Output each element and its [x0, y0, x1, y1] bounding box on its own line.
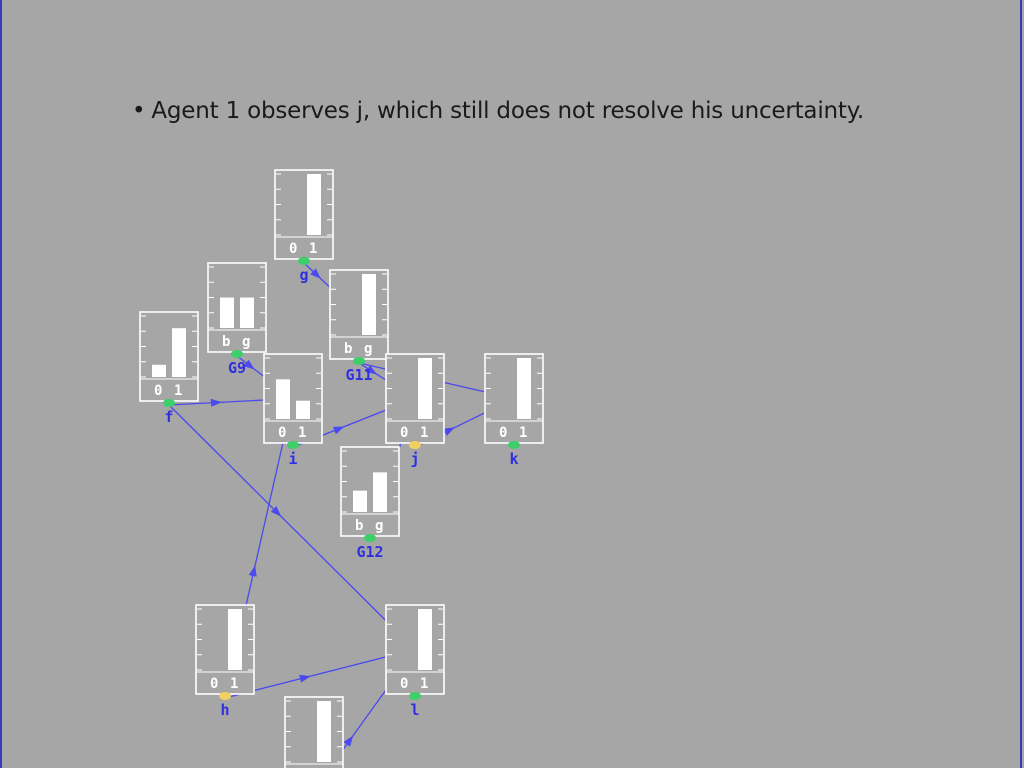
node-name: l [410, 701, 419, 719]
state-label: 0 [154, 383, 162, 399]
node-box [340, 446, 400, 537]
prob-bar-1 [418, 358, 432, 419]
observation-dot [231, 350, 243, 358]
edge-arrowhead [332, 426, 345, 435]
edge-arrowhead [443, 427, 455, 436]
node-m[interactable] [284, 696, 344, 768]
state-label: b [344, 341, 352, 357]
edge-arrowhead [365, 365, 378, 375]
state-label: 0 [210, 676, 218, 692]
observation-dot [508, 441, 520, 449]
prob-bar-1 [307, 174, 321, 235]
edge-arrowhead [299, 674, 311, 683]
state-label: 1 [174, 383, 182, 399]
state-label: b [355, 518, 363, 534]
prob-bar-g [240, 297, 254, 328]
node-box [207, 262, 267, 353]
observation-dot [163, 399, 175, 407]
state-label: 1 [519, 425, 527, 441]
state-label: 1 [420, 425, 428, 441]
node-name: f [164, 408, 173, 426]
edge-arrowhead [248, 565, 257, 577]
node-box [274, 169, 334, 260]
prob-bar-b [220, 297, 234, 328]
prob-bar-0 [276, 379, 290, 419]
node-box [385, 353, 445, 444]
state-label: 0 [499, 425, 507, 441]
state-label: g [364, 341, 372, 357]
node-box [139, 311, 199, 402]
node-name: G12 [356, 543, 383, 561]
prob-bar-b [353, 490, 367, 512]
node-name: h [220, 701, 229, 719]
prob-bar-g [373, 472, 387, 512]
edge-arrowhead [210, 398, 222, 407]
node-box [329, 269, 389, 360]
edge-arrowhead [310, 268, 322, 279]
node-name: g [299, 266, 308, 284]
node-name: k [509, 450, 518, 468]
edge-arrowhead [243, 359, 255, 370]
observation-dot [287, 441, 299, 449]
observation-dot [364, 534, 376, 542]
state-label: 1 [309, 241, 317, 257]
state-label: 1 [298, 425, 306, 441]
prob-bar-1 [418, 609, 432, 670]
observation-dot [353, 357, 365, 365]
prob-bar-1 [317, 701, 331, 762]
observation-dot [298, 257, 310, 265]
node-box [385, 604, 445, 695]
node-box [284, 696, 344, 768]
node-name: i [288, 450, 297, 468]
prob-bar-0 [152, 364, 166, 377]
state-label: 0 [400, 676, 408, 692]
observation-dot [409, 692, 421, 700]
bullet-glyph: • [132, 98, 146, 124]
edge-arrowhead [270, 506, 282, 517]
prob-bar-1 [296, 400, 310, 419]
node-name: G9 [228, 359, 246, 377]
observation-dot [409, 441, 421, 449]
state-label: g [242, 334, 250, 350]
prob-bar-1 [172, 328, 186, 377]
bullet-text: Agent 1 observes j, which still does not… [151, 98, 864, 124]
node-box [263, 353, 323, 444]
node-name: G11 [345, 366, 372, 384]
state-label: b [222, 334, 230, 350]
prob-bar-1 [228, 609, 242, 670]
state-label: 1 [420, 676, 428, 692]
prob-bar-g [362, 274, 376, 335]
state-label: 0 [400, 425, 408, 441]
node-name: j [410, 450, 419, 468]
node-box [484, 353, 544, 444]
edge-arrowhead [343, 735, 354, 747]
state-label: 0 [278, 425, 286, 441]
state-label: g [375, 518, 383, 534]
prob-bar-1 [517, 358, 531, 419]
slide-bullet-text: •Agent 1 observes j, which still does no… [132, 98, 864, 124]
observation-dot [219, 692, 231, 700]
state-label: 1 [230, 676, 238, 692]
state-label: 0 [289, 241, 297, 257]
node-box [195, 604, 255, 695]
